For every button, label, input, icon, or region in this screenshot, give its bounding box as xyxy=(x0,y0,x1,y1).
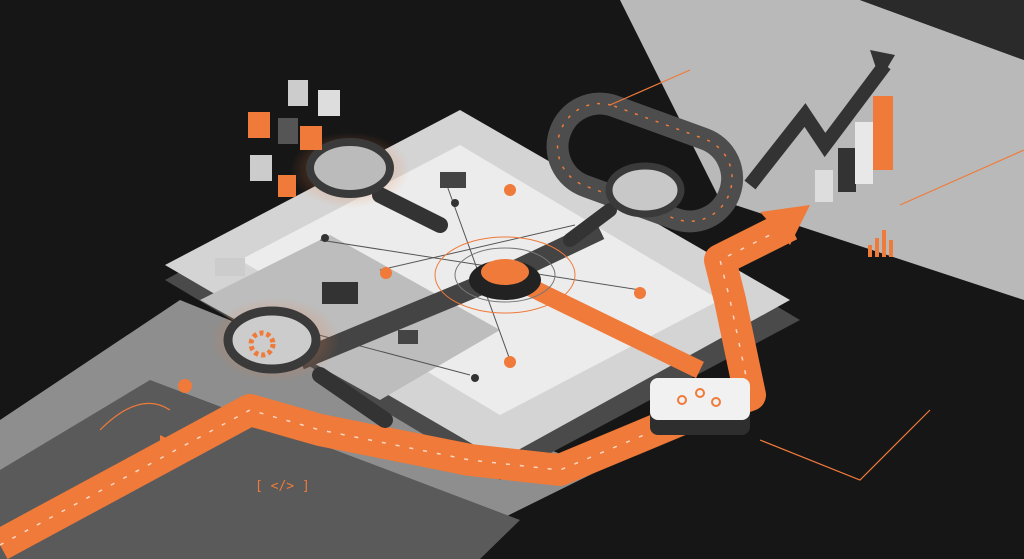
orange-path-center xyxy=(501,266,704,379)
code-tag: [ </> ] xyxy=(255,479,310,494)
platform-shade xyxy=(200,235,500,400)
orange-data-path xyxy=(0,210,798,559)
network-node-icon xyxy=(650,378,750,435)
network-nodes xyxy=(178,184,646,393)
chevron-arrows xyxy=(160,428,194,445)
magnifier-icon xyxy=(563,162,685,247)
grey-nodes xyxy=(321,199,479,382)
magnifier-icon xyxy=(290,132,448,233)
band-upper xyxy=(860,0,1024,60)
trend-arrow-icon xyxy=(760,205,810,245)
central-hub xyxy=(434,236,576,314)
decorative-lines xyxy=(99,69,1024,481)
small-bar-chart-icon xyxy=(868,230,893,257)
bar-chart-icon xyxy=(744,50,895,202)
magnifier-with-gear xyxy=(210,298,393,428)
lower-band-dark xyxy=(0,380,520,559)
cube-icon xyxy=(215,80,466,344)
gear-icon xyxy=(248,330,276,358)
